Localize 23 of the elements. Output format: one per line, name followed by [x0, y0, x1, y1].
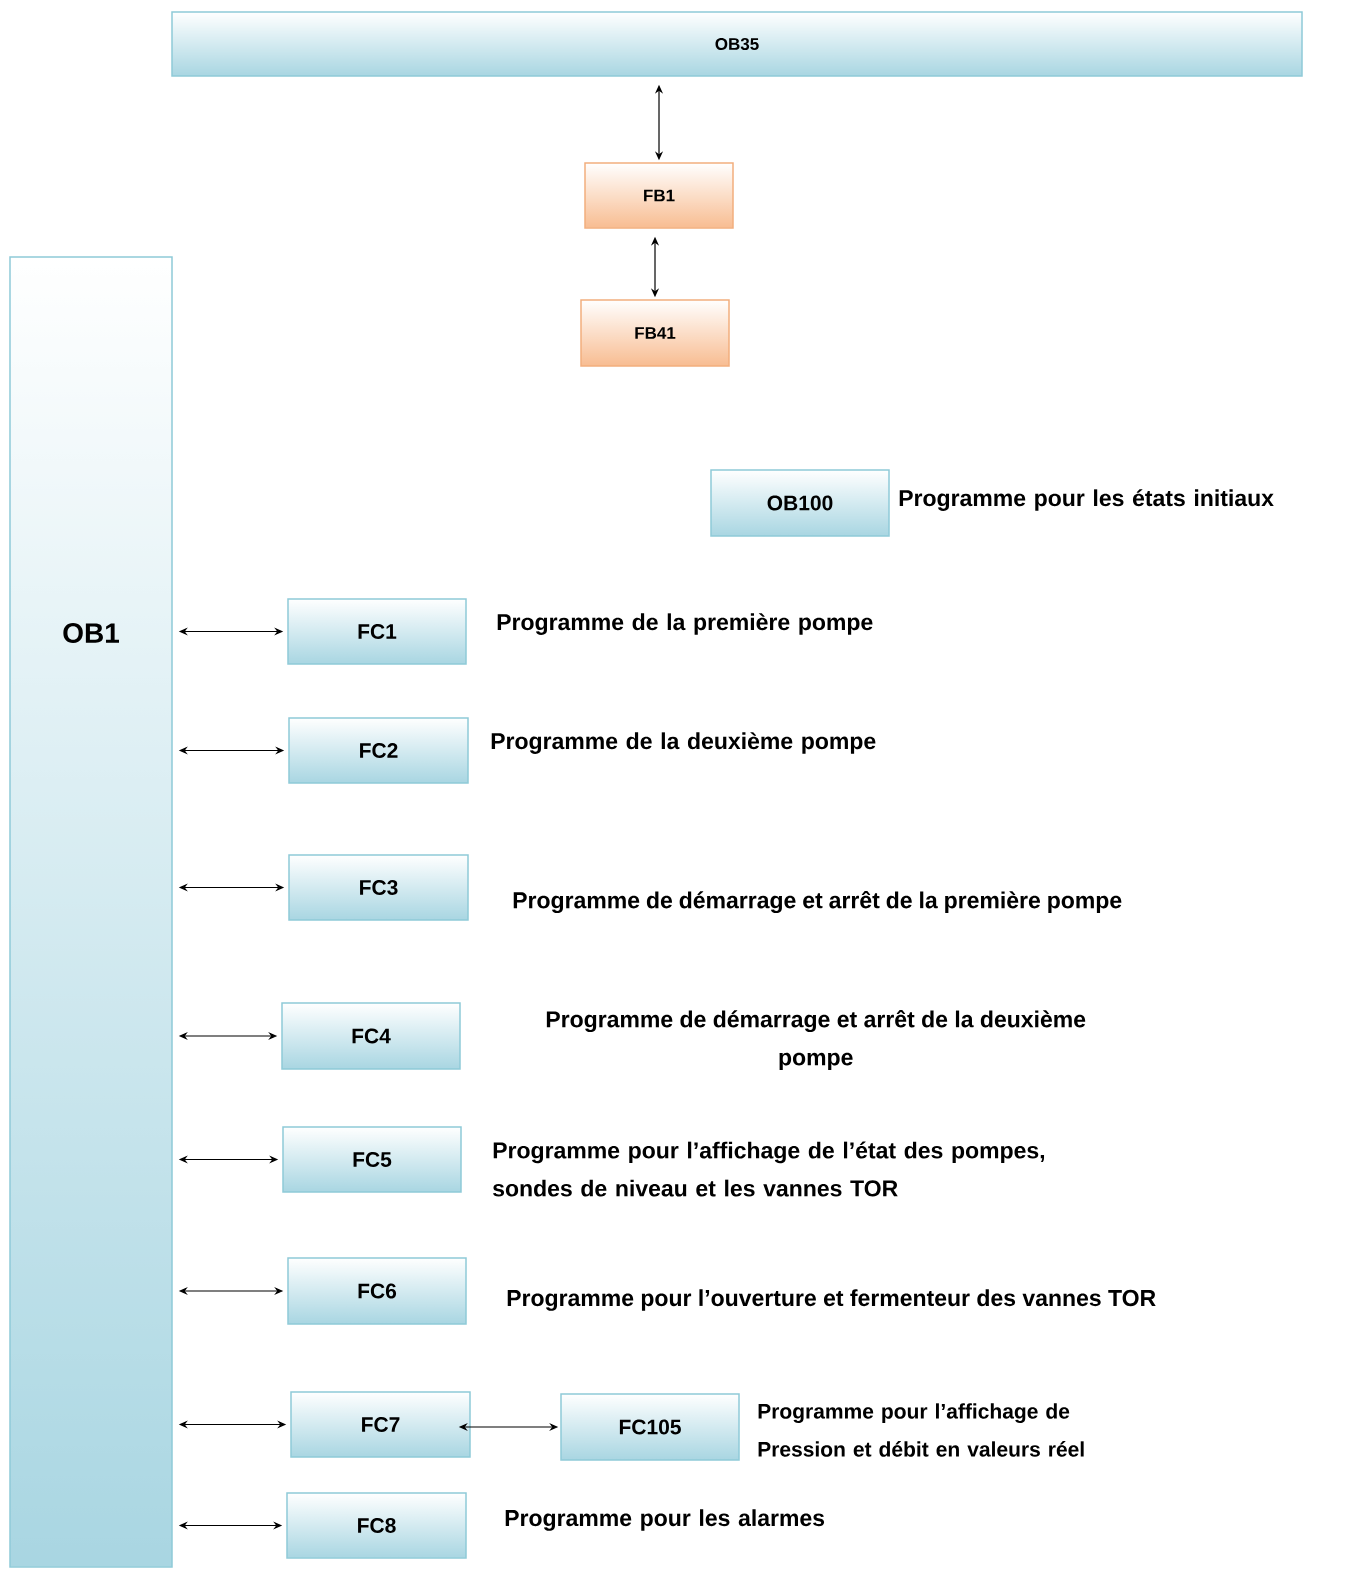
description-text: Programme pour l’ouverture et fermenteur des vannes TOR — [507, 1289, 1156, 1311]
description-text: Programme pour les alarmes — [505, 1509, 825, 1531]
block-box: FC3 — [288, 854, 469, 921]
block-box: FC4 — [281, 1002, 461, 1070]
description-text: Programme de démarrage et arrêt de la première pompe — [513, 891, 1122, 914]
block-box: FC6 — [287, 1257, 467, 1325]
block-box: OB100 — [710, 469, 890, 537]
block-box: FB41 — [580, 299, 730, 367]
block-box: FC1 — [287, 598, 467, 665]
description-text: Programme pour l’affichage de l’état des pompes, sondes de niveau et les vannes TOR — [493, 1141, 1045, 1197]
block-box: FB1 — [584, 162, 734, 229]
description-text: Programme de la deuxième pompe — [491, 732, 876, 754]
description-text: Programme pour l’affichage de Pression et débit en valeurs réel — [758, 1403, 1084, 1457]
main-block-bar: OB1 — [9, 256, 173, 1568]
block-box: FC2 — [288, 717, 469, 784]
description-text: Programme de démarrage et arrêt de la deuxième pompe — [546, 1010, 1086, 1070]
description-text: Programme pour les états initiaux — [899, 489, 1274, 511]
wide-block-box: OB35 — [171, 11, 1303, 77]
block-box: FC8 — [286, 1492, 467, 1559]
description-text: Programme de la première pompe — [497, 613, 873, 635]
block-box: FC105 — [560, 1393, 740, 1461]
block-box: FC7 — [290, 1391, 471, 1458]
block-box: FC5 — [282, 1126, 462, 1193]
